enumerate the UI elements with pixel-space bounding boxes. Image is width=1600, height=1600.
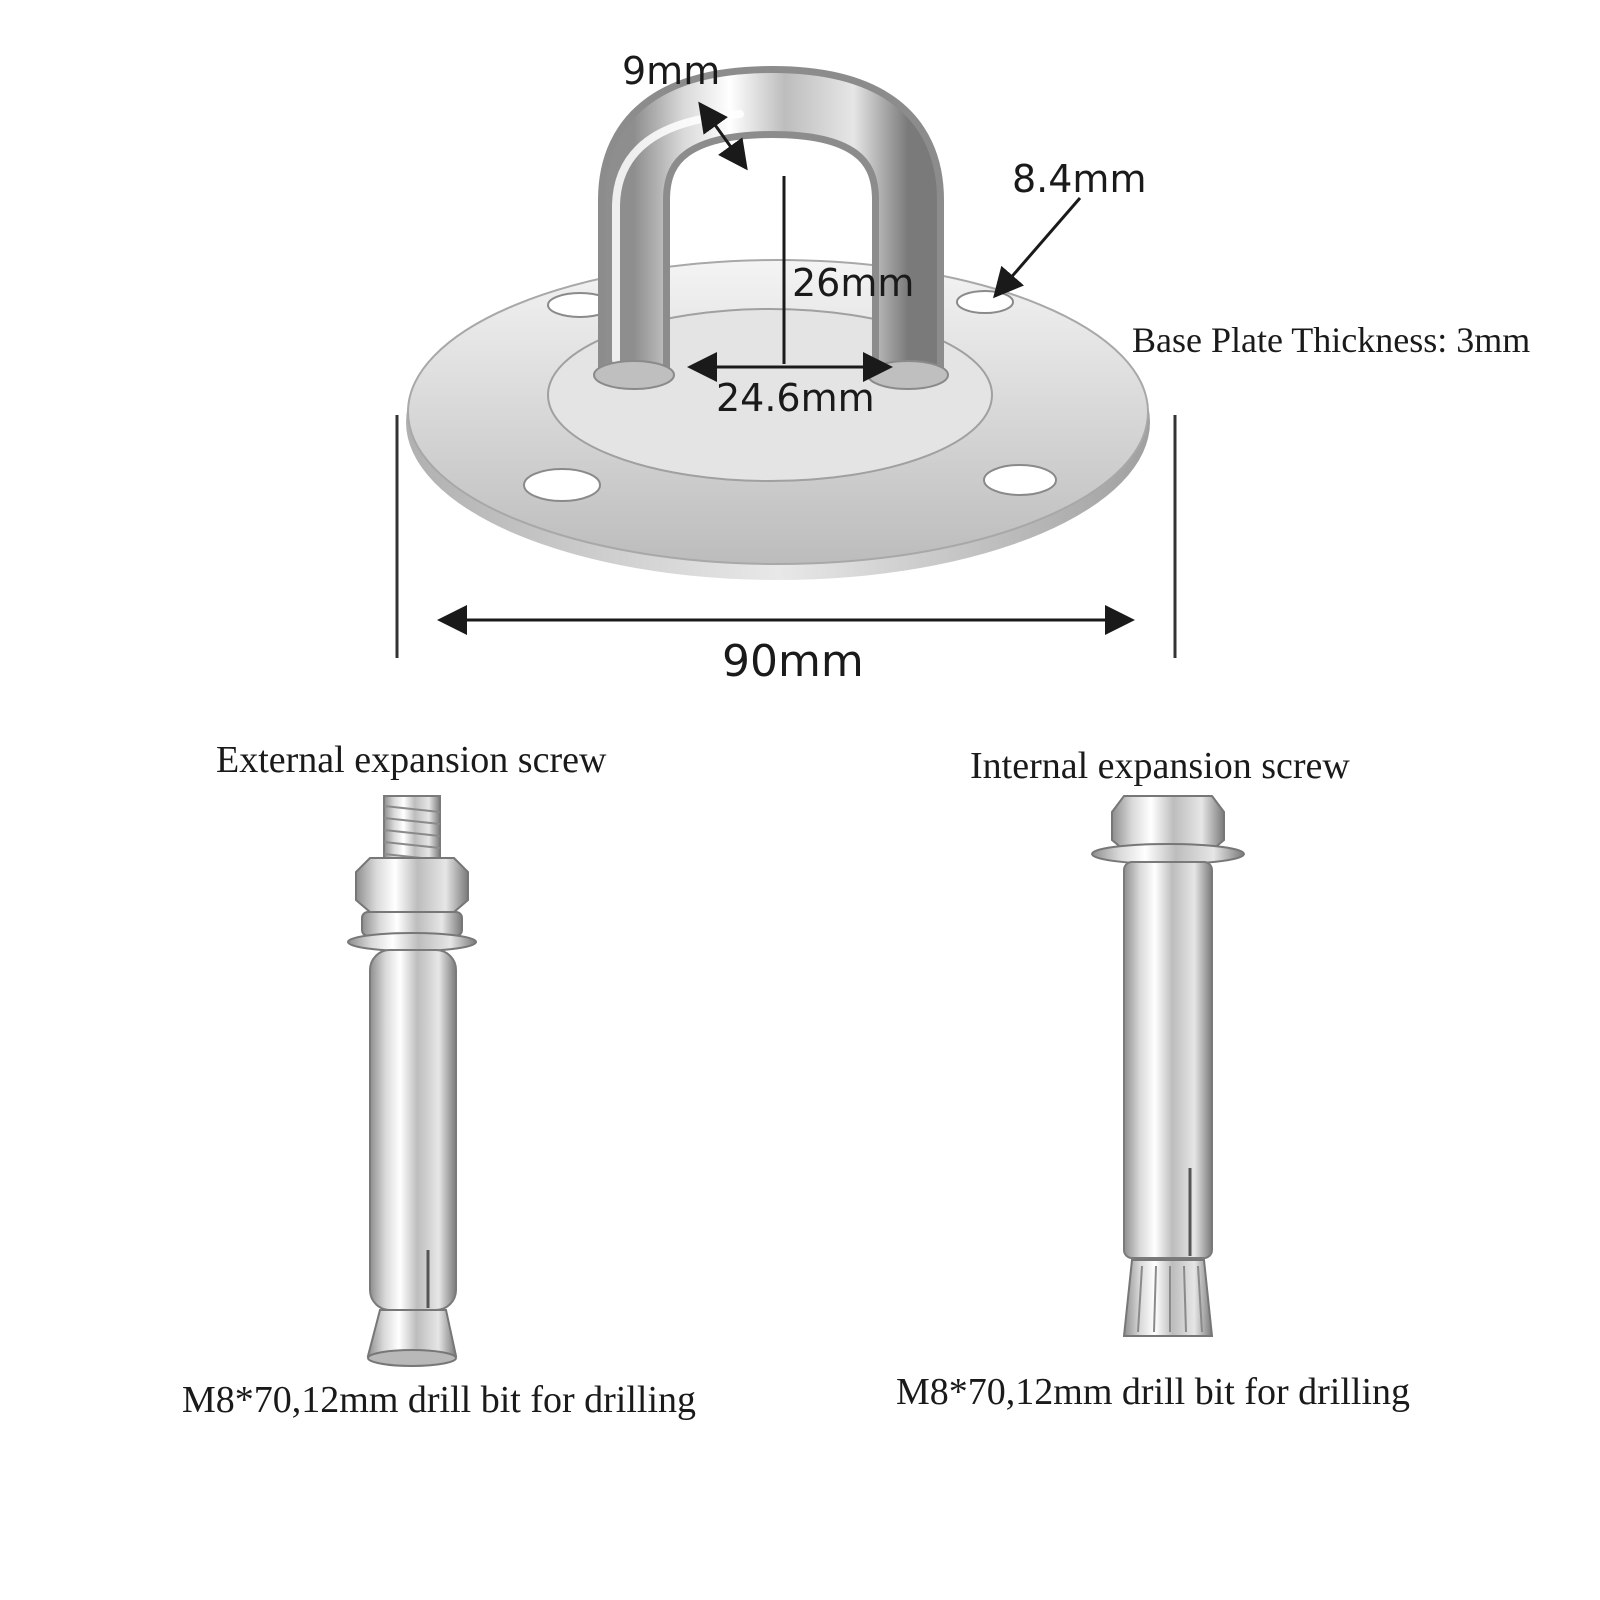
hole-diameter-leader — [993, 197, 1082, 299]
u-ring-base-left — [593, 360, 675, 390]
hole-diameter-label: 8.4mm — [1012, 157, 1146, 201]
wire-diameter-arrow — [698, 101, 748, 171]
dimension-lines — [395, 101, 1177, 658]
base-plate-thickness-label: Base Plate Thickness: 3mm — [1132, 320, 1530, 360]
external-screw-spec: M8*70,12mm drill bit for drilling — [182, 1379, 696, 1421]
mounting-hole — [983, 464, 1057, 496]
plate-diameter-label: 90mm — [722, 636, 864, 687]
wire-diameter-label: 9mm — [622, 49, 720, 93]
internal-screw-cone — [1122, 1259, 1214, 1337]
mounting-hole — [956, 290, 1014, 314]
u-ring-highlight — [605, 72, 937, 372]
mounting-hole — [523, 468, 601, 502]
u-ring-base-right — [867, 360, 949, 390]
inner-height-label: 26mm — [792, 261, 914, 305]
internal-screw-sleeve — [1123, 861, 1213, 1259]
internal-screw-head — [1111, 795, 1225, 851]
internal-screw-knurling — [1137, 1265, 1203, 1333]
inner-width-label: 24.6mm — [716, 376, 875, 420]
external-screw-tip — [367, 1349, 457, 1367]
internal-expansion-screw — [1091, 795, 1245, 1337]
external-screw-flat-washer — [347, 932, 477, 952]
external-screw-sleeve — [369, 949, 457, 1311]
external-expansion-screw — [347, 795, 477, 1367]
internal-screw-spec: M8*70,12mm drill bit for drilling — [896, 1371, 1410, 1413]
external-screw-nut — [355, 857, 469, 913]
internal-screw-title: Internal expansion screw — [970, 745, 1350, 787]
external-screw-title: External expansion screw — [216, 739, 607, 781]
